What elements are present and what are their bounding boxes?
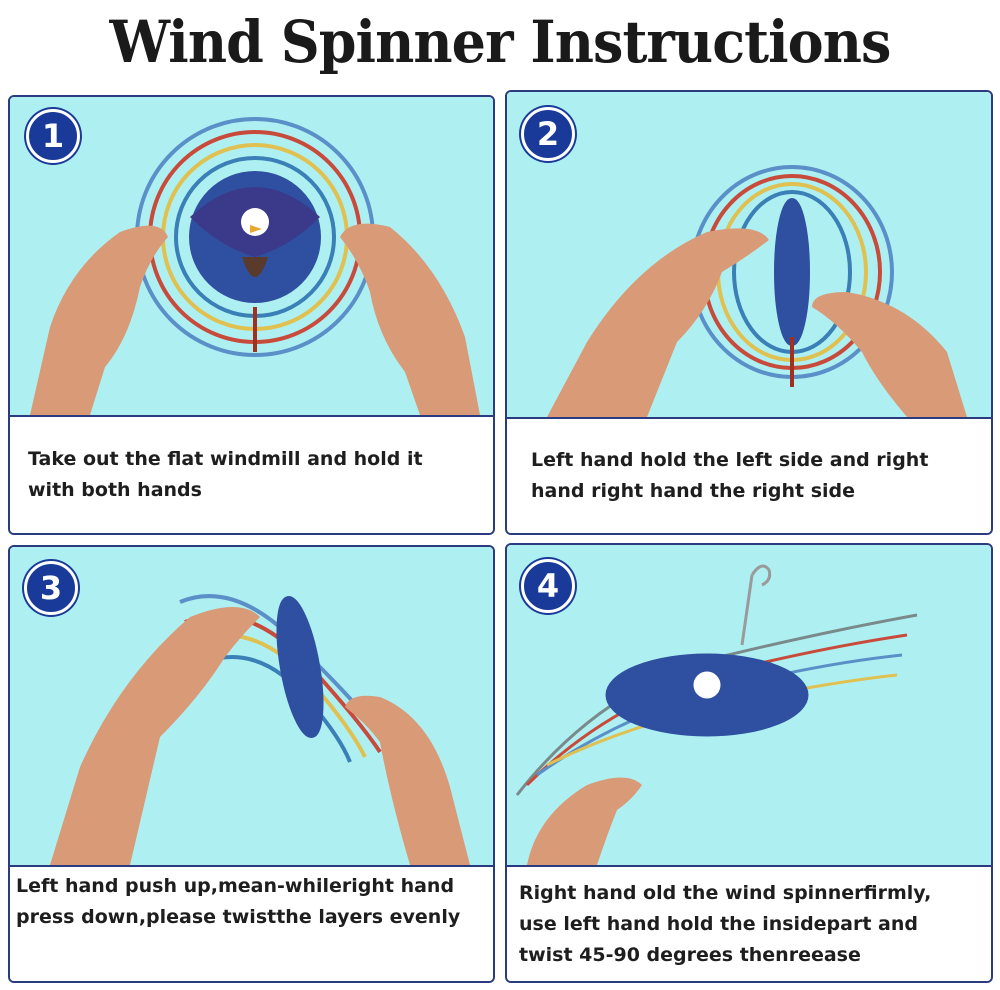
step-4-caption: Right hand old the wind spinnerfirmly, u… [507, 865, 991, 981]
step-1-badge: 1 [26, 109, 80, 163]
right-hand-image [812, 292, 967, 417]
step-1-panel: 1 Take out the flat windmill and hold it… [8, 95, 495, 535]
page-title: Wind Spinner Instructions [109, 8, 892, 76]
step-3-panel: 3 Left hand push up,mean-whileright hand… [8, 545, 495, 983]
opening-spinner-image [690, 165, 894, 387]
finished-spinner-image [515, 613, 918, 796]
step-3-badge: 3 [24, 561, 78, 615]
step-2-photo: 2 [507, 92, 991, 417]
flat-spinner-image [135, 117, 375, 357]
left-hand-image [30, 225, 168, 415]
hook-image [740, 564, 772, 646]
right-hand-image [345, 695, 470, 865]
step-4-panel: 4 Right hand old the wind spinnerfirmly,… [505, 543, 993, 983]
step-2-badge: 2 [521, 107, 575, 161]
step-3-photo: 3 [10, 547, 493, 865]
step-2-caption: Left hand hold the left side and right h… [507, 417, 991, 533]
step-1-caption: Take out the flat windmill and hold it w… [10, 415, 493, 533]
left-hand-image [547, 228, 769, 417]
step-2-panel: 2 Left hand hold the left side and right… [505, 90, 993, 535]
step-4-badge: 4 [521, 559, 575, 613]
step-4-photo: 4 [507, 545, 991, 865]
right-hand-image [340, 223, 480, 415]
left-hand-image [50, 607, 260, 865]
hand-image [527, 777, 642, 865]
step-3-caption: Left hand push up,mean-whileright hand p… [10, 865, 493, 981]
step-1-photo: 1 [10, 97, 493, 415]
